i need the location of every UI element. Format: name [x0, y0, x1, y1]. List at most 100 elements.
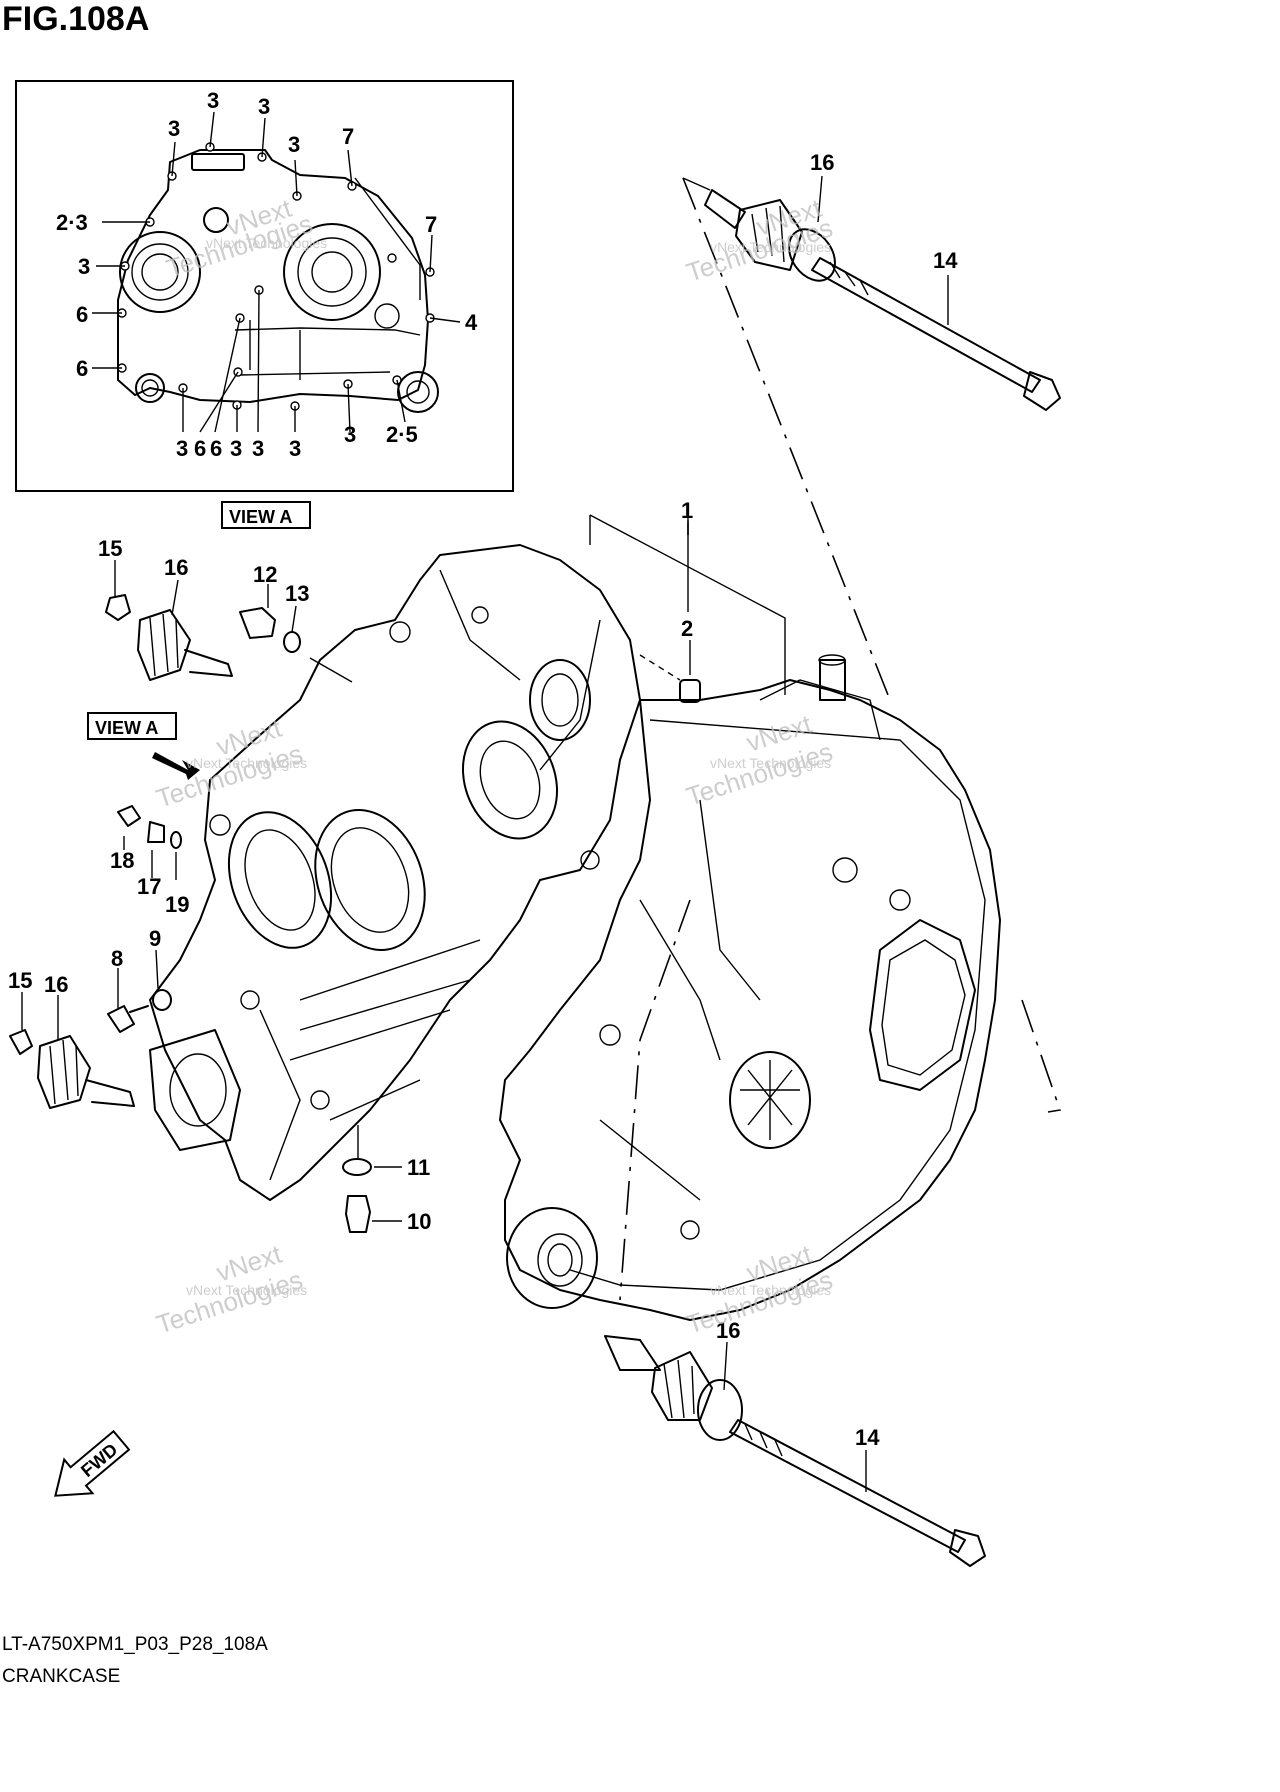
inset-callout-numbers: 3 3 3 3 7 2·3 3 6 6 7 4 3 6 6 3 3 3 3 2·…: [56, 88, 478, 461]
callout-2: 2: [681, 616, 693, 641]
part-17-clamp: [147, 821, 165, 843]
callout-3: 3: [176, 436, 188, 461]
left-port: [149, 1029, 241, 1151]
gear-16-lower: [651, 1351, 713, 1421]
callout-11: 11: [407, 1155, 430, 1180]
callout-group-17-18-19: 18 17 19: [110, 805, 189, 917]
callout-group-12-13: 12 13: [239, 562, 353, 683]
callout-6: 6: [76, 356, 88, 381]
part-15-bolt-lower: [9, 1029, 33, 1055]
callout-3: 3: [207, 88, 219, 113]
part-19-washer: [170, 831, 182, 849]
callout-16: 16: [716, 1318, 740, 1343]
callout-16: 16: [44, 972, 68, 997]
oil-strainer: [729, 1051, 811, 1149]
inset-window: [191, 153, 245, 171]
callout-3: 3: [289, 436, 301, 461]
callout-4: 4: [465, 310, 478, 335]
view-a-arrow: [152, 752, 200, 780]
callout-10: 10: [407, 1209, 431, 1234]
callout-18: 18: [110, 848, 134, 873]
callout-19: 19: [165, 892, 189, 917]
callout-17: 17: [137, 874, 161, 899]
inset-seal-left: [135, 373, 165, 403]
gear-16-upper: [735, 199, 803, 271]
crankcase-left-half: [149, 544, 641, 1201]
dashed-guide-right: [1021, 999, 1062, 1113]
callout-14: 14: [933, 248, 958, 273]
svg-text:vNext Technologies: vNext Technologies: [710, 755, 831, 771]
bolt-14-lower: [729, 1419, 966, 1553]
callout-6: 6: [210, 436, 222, 461]
view-a-box-label: VIEW A: [221, 501, 311, 529]
drain-boss: [506, 1207, 598, 1309]
figure-title: FIG.108A: [2, 0, 149, 38]
svg-text:vNext Technologies: vNext Technologies: [206, 235, 327, 251]
part-18-bolt: [117, 805, 141, 827]
right-bore: [869, 919, 976, 1091]
gear-16-left-lower: [37, 1035, 91, 1109]
footer-code: LT-A750XPM1_P03_P28_108A: [2, 1634, 268, 1655]
callout-6: 6: [76, 302, 88, 327]
inset-leader-lines: [92, 111, 461, 433]
breather-fitting: [819, 659, 846, 701]
part-12-fitting: [239, 607, 276, 639]
footer-name: CRANKCASE: [2, 1666, 120, 1687]
callout-3: 3: [344, 422, 356, 447]
part-13-washer: [283, 631, 301, 653]
callout-2-5: 2·5: [386, 422, 418, 447]
callout-2-3: 2·3: [56, 210, 88, 235]
left-bore: [227, 811, 333, 949]
inset-view-a: 3 3 3 3 7 2·3 3 6 6 7 4 3 6 6 3 3 3 3 2·…: [15, 80, 514, 492]
inset-bolt-holes: [117, 142, 435, 411]
svg-text:vNext Technologies: vNext Technologies: [186, 755, 307, 771]
inset-left-bore: [119, 231, 201, 313]
lower-bolt-assembly: 16 14: [604, 1318, 986, 1567]
callout-3: 3: [258, 94, 270, 119]
callout-7: 7: [425, 212, 437, 237]
inset-center-bore: [283, 223, 381, 321]
gear-16-left-upper: [137, 609, 191, 681]
callout-7: 7: [342, 124, 354, 149]
part-10-drain-plug: [345, 1195, 371, 1233]
part-8-bolt: [107, 1005, 135, 1033]
crankcase-main: [149, 515, 1001, 1321]
callout-3: 3: [168, 116, 180, 141]
callout-16: 16: [810, 150, 834, 175]
svg-text:VIEW A: VIEW A: [95, 718, 158, 738]
callout-group-15-16-lower: 15 16: [8, 968, 135, 1109]
callout-16: 16: [164, 555, 188, 580]
inset-seal-right: [397, 371, 439, 413]
callout-3: 3: [230, 436, 242, 461]
view-a-arrow-label: VIEW A: [87, 712, 200, 780]
inset-frame: [15, 80, 514, 492]
svg-text:vNext Technologies: vNext Technologies: [710, 239, 831, 255]
callout-1: 1: [681, 498, 693, 523]
callout-12: 12: [253, 562, 277, 587]
dashed-guide: [682, 177, 891, 701]
fwd-arrow: FWD: [54, 1429, 131, 1497]
callout-group-15-16-upper: 15 16: [98, 536, 233, 681]
svg-text:vNext Technologies: vNext Technologies: [186, 1282, 307, 1298]
svg-text:VIEW A: VIEW A: [229, 507, 292, 527]
callout-3: 3: [78, 254, 90, 279]
callout-8: 8: [111, 946, 123, 971]
callout-15: 15: [98, 536, 122, 561]
callout-group-10-11: 11 10: [342, 1125, 431, 1234]
bolt-14-upper: [811, 257, 1041, 393]
dowel-pin-2: [679, 679, 701, 703]
inset-rib: [354, 177, 421, 300]
inset-cover-outline: [117, 149, 429, 403]
part-15-bolt: [105, 594, 131, 621]
callout-14: 14: [855, 1425, 880, 1450]
callout-6: 6: [194, 436, 206, 461]
svg-text:vNext Technologies: vNext Technologies: [710, 1282, 831, 1298]
callout-3: 3: [288, 132, 300, 157]
callout-9: 9: [149, 926, 161, 951]
watermarks: vNext Technologies vNext Technologies vN…: [153, 192, 837, 1339]
callout-15: 15: [8, 968, 32, 993]
inset-channels: [234, 320, 421, 380]
part-11-gasket: [342, 1158, 372, 1176]
